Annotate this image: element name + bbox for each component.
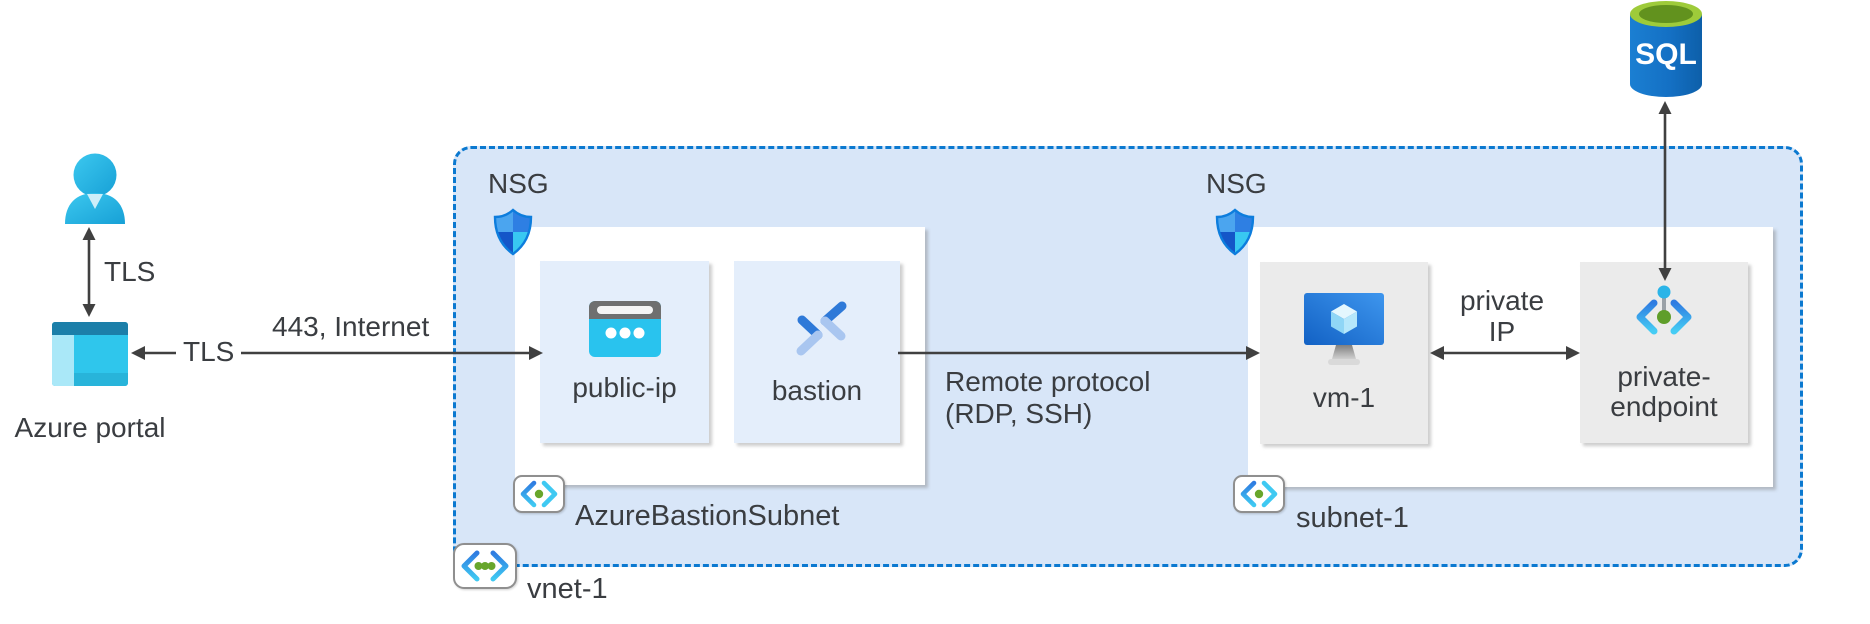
public-ip-node: public-ip xyxy=(540,261,709,443)
vnet-badge xyxy=(453,543,517,589)
bastion-vm-arrow xyxy=(898,346,1260,360)
tls-horizontal-label: TLS xyxy=(176,336,242,368)
shield-icon xyxy=(493,208,533,256)
private-ip-line1: private xyxy=(1459,285,1545,316)
subnet-icon xyxy=(1240,480,1278,508)
private-endpoint-node: private-endpoint xyxy=(1580,262,1748,443)
bastion-node: bastion xyxy=(734,261,900,443)
public-ip-label: public-ip xyxy=(572,372,677,403)
bastion-subnet-label: AzureBastionSubnet xyxy=(575,500,840,532)
vm-node: vm-1 xyxy=(1260,262,1428,444)
virtual-machine-icon xyxy=(1304,293,1384,365)
azure-portal-icon xyxy=(52,322,128,386)
privateendpoint-sql-arrow xyxy=(1658,101,1672,281)
sql-database-icon: SQL xyxy=(1630,1,1702,97)
vnet-label: vnet-1 xyxy=(527,573,608,605)
remote-protocol-line1: Remote protocol xyxy=(945,366,1151,397)
vm-privateendpoint-arrow xyxy=(1430,346,1580,360)
shield-icon xyxy=(1215,208,1255,256)
public-ip-browser-icon xyxy=(588,301,661,357)
nsg2-label: NSG xyxy=(1206,168,1267,199)
person-icon xyxy=(65,153,125,224)
azure-portal-label: Azure portal xyxy=(14,412,166,443)
subnet-1-label: subnet-1 xyxy=(1296,502,1409,534)
bastion-subnet-badge xyxy=(513,475,565,513)
port-internet-label: 443, Internet xyxy=(272,311,430,342)
virtual-network-icon xyxy=(461,550,509,582)
private-endpoint-line2: endpoint xyxy=(1610,390,1718,422)
user-portal-arrow xyxy=(82,227,96,317)
sql-label: SQL xyxy=(1635,38,1697,71)
bastion-label: bastion xyxy=(771,375,863,406)
tls-vertical-label: TLS xyxy=(104,256,156,287)
vm-label: vm-1 xyxy=(1312,382,1376,413)
remote-protocol-label: Remote protocol(RDP, SSH) xyxy=(945,366,1150,430)
private-endpoint-label: private-endpoint xyxy=(1610,360,1718,422)
subnet-icon xyxy=(520,480,558,508)
bastion-icon xyxy=(796,301,847,356)
private-endpoint-line1: private- xyxy=(1617,360,1711,392)
private-ip-line2: IP xyxy=(1488,316,1516,347)
subnet-1-badge xyxy=(1233,475,1285,513)
private-endpoint-icon xyxy=(1636,285,1692,334)
remote-protocol-line2: (RDP, SSH) xyxy=(945,398,1093,429)
nsg1-label: NSG xyxy=(488,168,549,199)
